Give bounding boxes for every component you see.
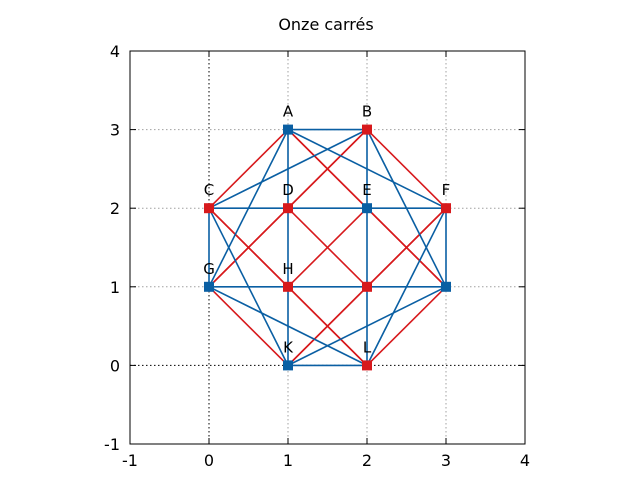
point-marker (204, 281, 214, 292)
point-label: B (362, 103, 372, 121)
plot-frame (129, 50, 526, 445)
axis-ticks: -1 0 1 2 3 4 -1 0 1 2 3 4 (104, 42, 530, 470)
x-tick-label: -1 (122, 451, 138, 470)
blue-segment (208, 286, 368, 367)
point-label: A (283, 103, 294, 121)
chart-title: Onze carrés (278, 15, 373, 34)
points (204, 124, 451, 371)
y-tick-label: 3 (110, 121, 120, 140)
red-segment (208, 207, 289, 288)
x-tick-label: 1 (283, 451, 293, 470)
x-tick-label: 2 (362, 451, 372, 470)
blue-segment (366, 207, 447, 366)
red-segment (287, 207, 368, 288)
red-segment (366, 129, 447, 209)
point-marker (204, 203, 214, 214)
y-tick-label: 2 (110, 199, 120, 218)
y-tick-label: -1 (104, 435, 120, 454)
point-marker (362, 124, 372, 135)
point-marker (441, 203, 451, 214)
point-marker (283, 360, 293, 371)
x-tick-label: 3 (441, 451, 451, 470)
y-tick-label: 0 (110, 356, 120, 375)
x-tick-label: 0 (204, 451, 214, 470)
point-marker (362, 360, 372, 371)
point-marker (362, 203, 372, 214)
point-labels: A B C D E F G H K L (203, 103, 450, 357)
blue-segment (208, 128, 368, 209)
point-label: C (204, 181, 214, 199)
point-marker (441, 281, 451, 292)
point-label: F (442, 181, 451, 199)
y-tick-label: 1 (110, 278, 120, 297)
x-tick-label: 4 (520, 451, 530, 470)
point-marker (283, 281, 293, 292)
point-label: L (363, 338, 372, 356)
point-marker (362, 281, 372, 292)
red-segment (208, 286, 289, 366)
red-segment (208, 129, 289, 209)
point-label: D (282, 181, 294, 199)
point-label: K (283, 338, 294, 356)
point-label: G (203, 260, 215, 278)
red-segment (287, 286, 368, 366)
point-marker (283, 203, 293, 214)
point-marker (283, 124, 293, 135)
red-segment (366, 286, 447, 366)
segments (208, 128, 447, 367)
y-tick-label: 4 (110, 42, 120, 61)
blue-segment (287, 286, 447, 367)
point-label: E (362, 181, 371, 199)
point-label: H (282, 260, 293, 278)
